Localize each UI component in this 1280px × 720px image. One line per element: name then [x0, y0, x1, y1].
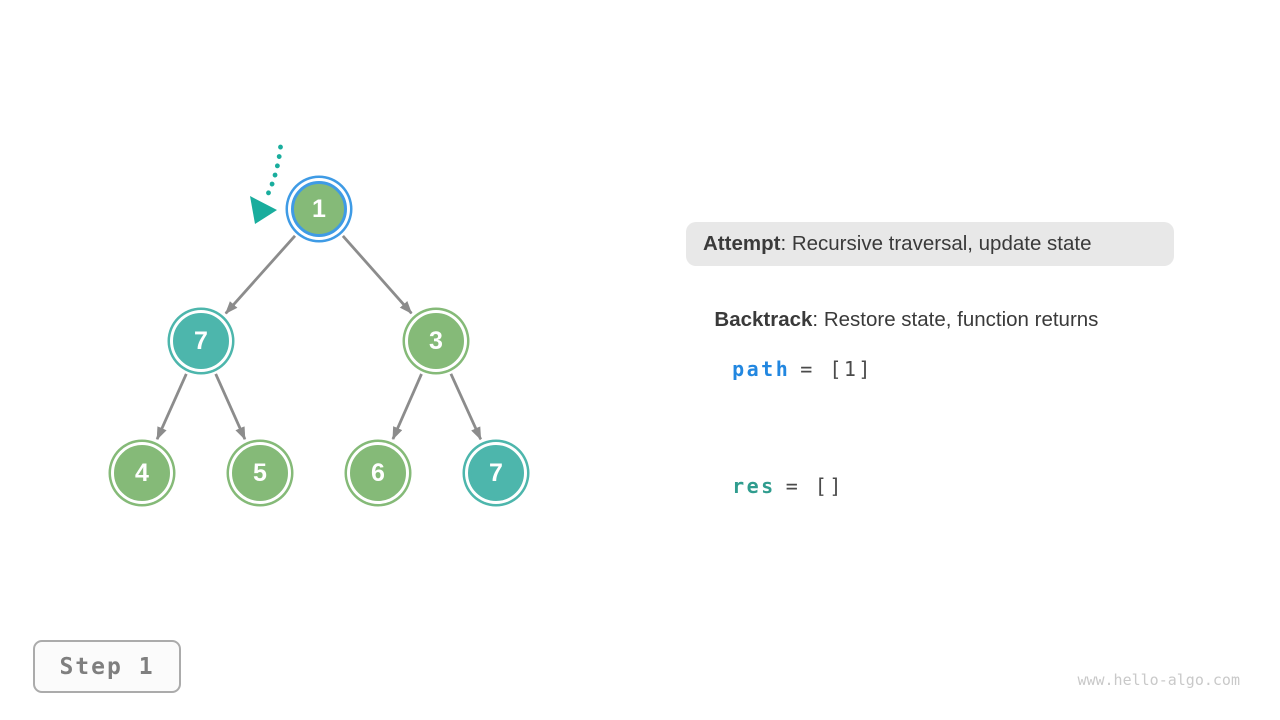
tree-edge	[224, 234, 297, 315]
backtrack-text: : Restore state, function returns	[812, 308, 1099, 331]
res-variable-value: = []	[785, 474, 844, 498]
tree-node-3: 3	[408, 313, 464, 369]
tree-node-1-current: 1	[291, 181, 347, 237]
path-variable-value: = [1]	[800, 357, 873, 381]
current-node-pointer-icon	[250, 144, 283, 224]
tree-node-6: 6	[350, 445, 406, 501]
tree-node-7: 7	[173, 313, 229, 369]
backtrack-label: Backtrack	[714, 308, 813, 331]
tree-edge	[214, 373, 247, 441]
attempt-callout: Attempt: Recursive traversal, update sta…	[686, 222, 1174, 266]
tree-node-4: 4	[114, 445, 170, 501]
step-badge-label: Step 1	[59, 653, 155, 680]
tree-diagram	[155, 144, 482, 441]
backtrack-description: Backtrack: Restore state, function retur…	[703, 284, 1098, 332]
tree-edge	[449, 373, 482, 441]
path-variable-name: path	[732, 357, 791, 381]
tree-edge	[341, 234, 413, 315]
path-variable-line: path = [1]	[703, 333, 873, 381]
res-variable-name: res	[732, 474, 776, 498]
step-badge: Step 1	[33, 640, 181, 693]
watermark: www.hello-algo.com	[1077, 671, 1240, 689]
tree-edges	[155, 234, 482, 441]
tree-edge	[155, 373, 188, 441]
tree-edge	[391, 373, 423, 441]
res-variable-line: res = []	[703, 450, 844, 498]
pointer-arrowhead-icon	[250, 196, 277, 224]
attempt-label: Attempt	[703, 232, 781, 255]
tree-node-5: 5	[232, 445, 288, 501]
pointer-dotted-line	[265, 144, 283, 198]
tree-node-7: 7	[468, 445, 524, 501]
attempt-text: : Recursive traversal, update state	[780, 232, 1092, 255]
